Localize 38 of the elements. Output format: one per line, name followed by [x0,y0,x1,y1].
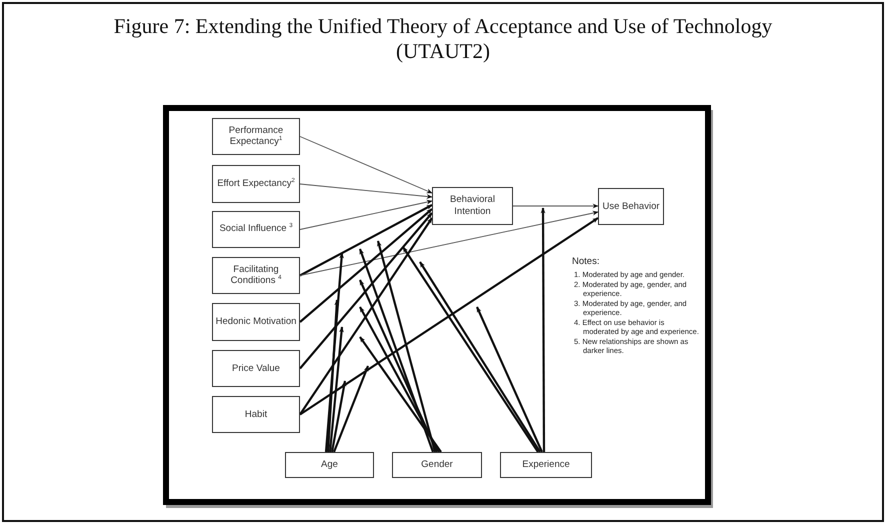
construct-box: Gender [392,452,482,478]
arrow [299,208,433,323]
arrow [299,217,433,416]
moderator-arrow [419,261,541,453]
construct-box: Behavioral Intention [432,187,513,225]
moderator-arrow [330,380,346,452]
construct-box: Facilitating Conditions $^{4}$ [212,257,300,294]
moderator-arrow [402,246,539,453]
construct-box: Performance Expectancy$^{1}$ [212,118,300,155]
arrow [300,184,433,199]
moderator-arrow [540,207,546,452]
arrow [300,210,599,276]
moderator-arrow [324,252,344,452]
moderator-arrow [376,240,436,452]
moderator-arrow [476,306,543,452]
moderator-arrow [328,326,344,452]
construct-box: Experience [500,452,592,478]
figure-title: Figure 7: Extending the Unified Theory of Acceptance and Use of Technology (UTAUT2) [113,14,773,64]
arrow [299,217,599,416]
construct-box: Age [285,452,374,478]
construct-box: Habit [212,396,300,433]
arrow [299,212,433,370]
arrow [300,200,433,230]
arrow [299,204,433,276]
moderator-arrow [359,336,442,453]
moderator-arrow [332,365,370,452]
construct-box: Hedonic Motivation [212,303,300,341]
construct-box: Effort Expectancy$^{2}$ [212,165,300,203]
arrow [300,136,433,194]
moderator-arrow [326,299,340,452]
moderator-arrow [359,306,440,453]
construct-box: Price Value [212,350,300,387]
arrow [512,204,599,208]
construct-box: Use Behavior [598,188,664,225]
moderator-arrow [358,248,434,452]
notes-heading: Notes: [572,256,600,268]
construct-box: Social Influence $^{3}$ [212,211,300,248]
moderator-arrow [359,279,438,452]
